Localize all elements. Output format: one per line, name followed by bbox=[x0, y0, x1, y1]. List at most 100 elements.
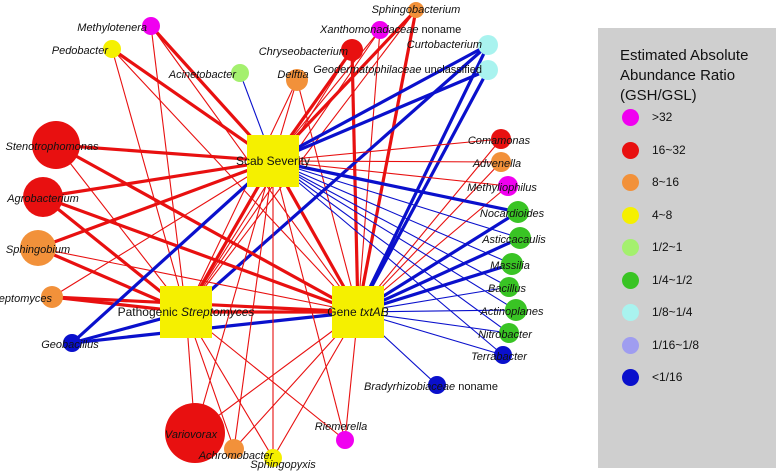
edge-advenella-scab bbox=[272, 160, 502, 163]
edge-actinoplanes-scab bbox=[272, 160, 517, 311]
edge-stenotrophomonas-gene bbox=[55, 143, 359, 314]
legend-swatch bbox=[622, 271, 639, 289]
taxon-node-xanthomonadaceae bbox=[371, 21, 389, 39]
edge-riemerella-patho bbox=[185, 311, 346, 441]
taxon-name: Streptomyces bbox=[0, 293, 52, 305]
taxon-label-streptomyces: Streptomyces bbox=[0, 293, 52, 305]
edge-terrabacter-scab bbox=[272, 160, 504, 356]
taxon-name: Methyliophilus bbox=[467, 182, 537, 194]
taxon-label-stenotrophomonas: Stenotrophomonas bbox=[6, 141, 99, 153]
hub-node-patho bbox=[160, 286, 212, 338]
nodes-layer bbox=[20, 2, 531, 467]
taxon-node-delftia bbox=[286, 69, 308, 91]
edge-streptomyces-scab bbox=[51, 160, 274, 298]
edge-bacillus-scab bbox=[272, 160, 510, 288]
taxon-name: Geobacillus bbox=[41, 339, 99, 351]
taxon-node-methylotenera bbox=[142, 17, 160, 35]
taxon-label-methyliophilus: Methyliophilus bbox=[467, 182, 537, 194]
taxon-node-nocardioides bbox=[507, 201, 529, 223]
taxon-suffix: unclassified bbox=[421, 64, 482, 76]
taxon-name: Nitrobacter bbox=[478, 329, 533, 341]
edge-pedobacter-scab bbox=[111, 47, 274, 163]
hub-label-part: Scab Severity bbox=[236, 154, 310, 168]
taxon-node-geodermatophilaceae bbox=[478, 60, 498, 80]
taxon-label-asticcacaulis: Asticcacaulis bbox=[481, 234, 546, 246]
taxon-name: Geodermatophilaceae bbox=[313, 64, 421, 76]
taxon-node-sphingobacterium bbox=[408, 2, 424, 18]
edge-nocardioides-scab bbox=[272, 159, 519, 214]
hub-node-scab bbox=[247, 135, 299, 187]
taxon-label-sphingobium: Sphingobium bbox=[6, 244, 70, 256]
taxon-label-nocardioides: Nocardioides bbox=[480, 208, 545, 220]
taxon-label-actinoplanes: Actinoplanes bbox=[480, 306, 544, 318]
taxon-name: Sphingopyxis bbox=[250, 459, 316, 471]
taxon-label-geobacillus: Geobacillus bbox=[41, 339, 99, 351]
taxon-label-sphingobacterium: Sphingobacterium bbox=[372, 4, 461, 16]
hub-label-part: txtAB bbox=[360, 305, 389, 319]
taxon-node-massilia bbox=[501, 253, 523, 275]
taxon-name: Methylotenera bbox=[77, 22, 147, 34]
taxon-node-methyliophilus bbox=[498, 176, 518, 196]
taxon-name: Terrabacter bbox=[471, 351, 528, 363]
legend-swatch bbox=[622, 206, 639, 224]
edge-stenotrophomonas-scab bbox=[55, 143, 274, 163]
hub-label-part: Streptomyces bbox=[181, 305, 254, 319]
edge-sphingobium-gene bbox=[37, 247, 359, 313]
legend-label: 8~16 bbox=[652, 175, 680, 189]
legend-label: 1/16~1/8 bbox=[652, 337, 700, 352]
edge-actinoplanes-gene bbox=[357, 309, 517, 313]
edge-agrobacterium-gene bbox=[42, 195, 359, 314]
taxon-node-stenotrophomonas bbox=[32, 121, 80, 169]
legend-label: 4~8 bbox=[652, 207, 673, 222]
taxon-node-sphingobium bbox=[20, 230, 56, 266]
taxon-label-nitrobacter: Nitrobacter bbox=[478, 329, 533, 341]
taxon-node-pedobacter bbox=[103, 40, 121, 58]
taxon-node-riemerella bbox=[336, 431, 354, 449]
taxon-label-riemerella: Riemerella bbox=[315, 421, 368, 433]
edge-pedobacter-gene bbox=[111, 48, 359, 313]
legend-swatch bbox=[622, 174, 639, 191]
taxon-name: Comamonas bbox=[468, 135, 531, 147]
taxon-label-delftia: Delftia bbox=[277, 69, 308, 81]
edge-asticcacaulis-scab bbox=[272, 160, 521, 239]
taxon-label-pedobacter: Pedobacter bbox=[52, 45, 110, 57]
edge-sphingobium-scab bbox=[37, 159, 274, 250]
taxon-suffix: noname bbox=[418, 24, 461, 36]
edge-asticcacaulis-gene bbox=[357, 236, 521, 314]
taxon-name: Delftia bbox=[277, 69, 308, 81]
taxon-node-acinetobacter bbox=[231, 64, 249, 82]
taxon-name: Riemerella bbox=[315, 421, 368, 433]
legend-label: 1/8~1/4 bbox=[652, 305, 693, 319]
hub-label-patho: Pathogenic Streptomyces bbox=[118, 305, 255, 319]
edge-geodermatophilaceae-scab bbox=[272, 68, 489, 163]
edge-achromobacter-scab bbox=[233, 160, 274, 450]
legend-title-line: Abundance Ratio bbox=[620, 67, 736, 84]
taxon-label-acinetobacter: Acinetobacter bbox=[168, 69, 238, 81]
taxon-suffix: noname bbox=[455, 381, 498, 393]
taxon-node-geobacillus bbox=[63, 334, 81, 352]
legend-title-line: (GSH/GSL) bbox=[620, 87, 697, 104]
taxon-label-methylotenera: Methylotenera bbox=[77, 22, 147, 34]
edge-comamonas-scab bbox=[272, 138, 502, 162]
legend-label: 16~32 bbox=[652, 142, 686, 157]
hub-label-part: Gene bbox=[327, 305, 360, 319]
taxon-label-massilia: Massilia bbox=[490, 260, 530, 272]
taxon-name: Bacillus bbox=[488, 283, 526, 295]
taxon-node-advenella bbox=[491, 152, 511, 172]
legend-title-line: Estimated Absolute bbox=[620, 47, 749, 64]
taxon-name: Xanthomonadaceae bbox=[319, 24, 418, 36]
taxon-label-sphingopyxis: Sphingopyxis bbox=[250, 459, 316, 471]
edge-curtobacterium-gene bbox=[356, 44, 490, 313]
legend-swatch bbox=[622, 304, 639, 321]
taxon-node-achromobacter bbox=[224, 439, 244, 459]
taxon-label-bacillus: Bacillus bbox=[488, 283, 526, 295]
taxon-label-achromobacter: Achromobacter bbox=[198, 450, 275, 462]
hub-node-gene bbox=[332, 286, 384, 338]
edge-delftia-patho bbox=[185, 79, 298, 313]
hub-label-part: Pathogenic bbox=[118, 305, 181, 319]
edge-agrobacterium-scab bbox=[42, 159, 274, 199]
taxon-node-asticcacaulis bbox=[509, 227, 531, 249]
taxon-name: Variovorax bbox=[165, 429, 218, 441]
